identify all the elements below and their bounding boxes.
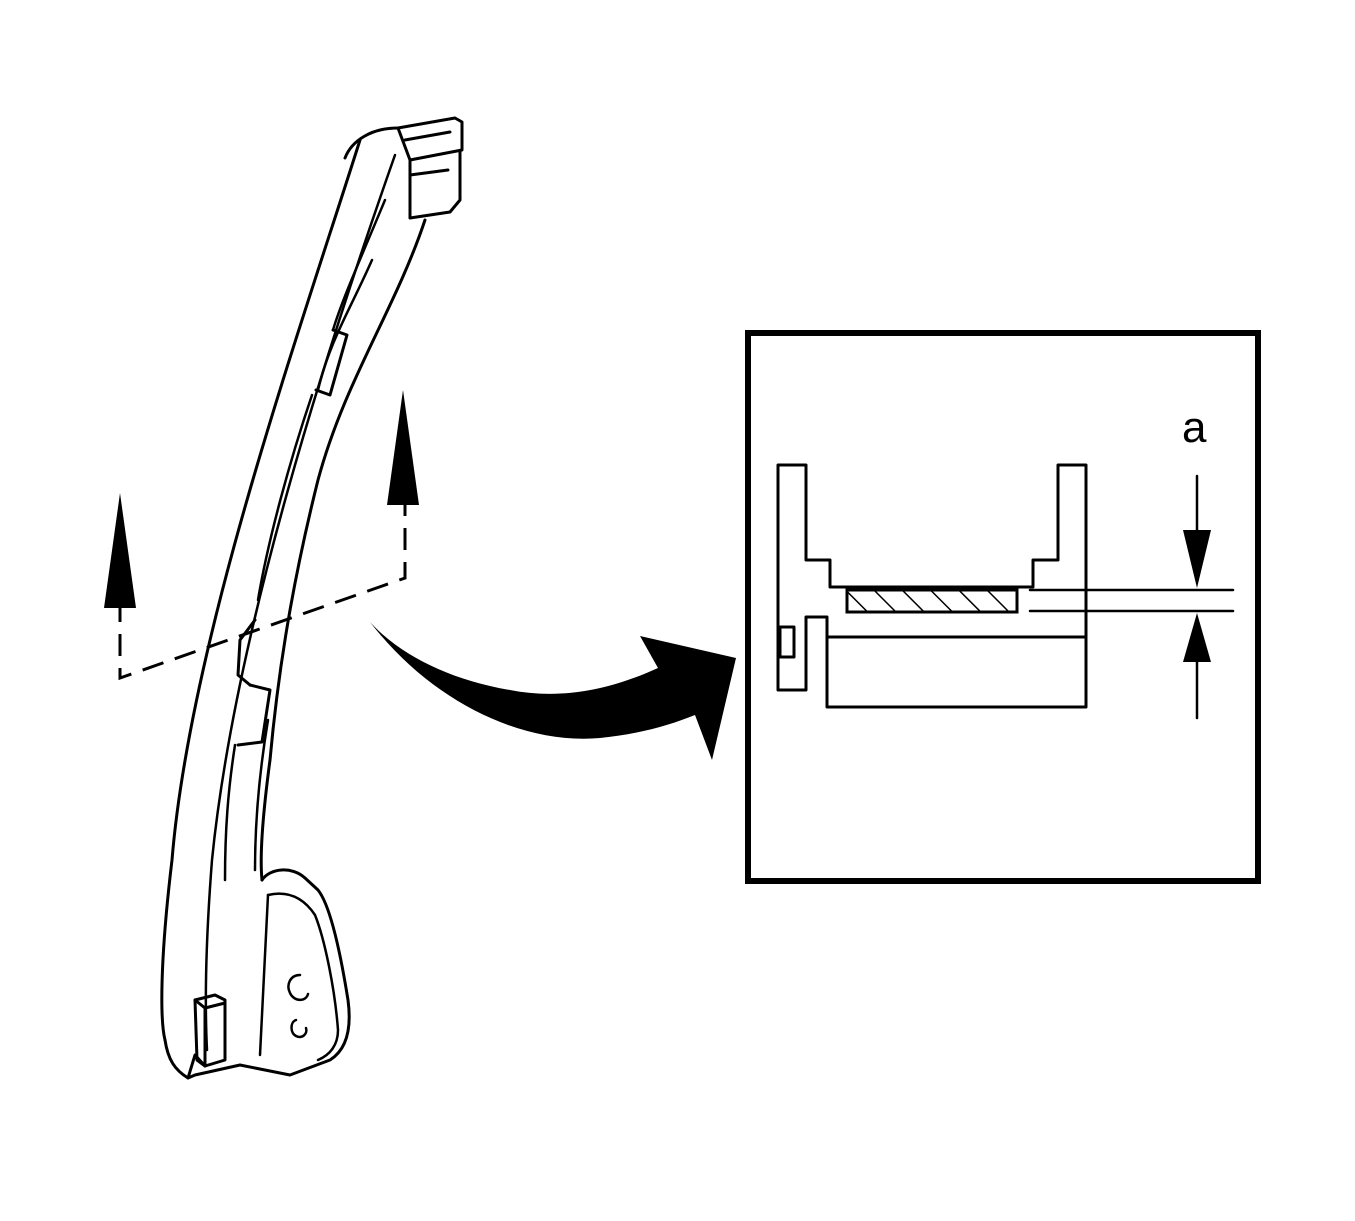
section-arrow-left bbox=[104, 493, 136, 608]
hatched-insert bbox=[845, 588, 1019, 614]
bracket-part bbox=[160, 116, 464, 1080]
lower-block bbox=[825, 635, 1088, 709]
small-tab bbox=[778, 625, 796, 659]
dimension-arrow-up bbox=[1183, 613, 1211, 662]
channel-profile bbox=[776, 463, 1088, 692]
detail-view: a bbox=[745, 330, 1261, 884]
detail-pointer-arrow bbox=[370, 622, 736, 760]
dimension-label: a bbox=[1182, 403, 1207, 452]
section-arrow-right bbox=[387, 390, 419, 505]
section-plane bbox=[104, 390, 419, 681]
dimension-arrow-down bbox=[1183, 530, 1211, 588]
detail-frame bbox=[745, 330, 1261, 884]
